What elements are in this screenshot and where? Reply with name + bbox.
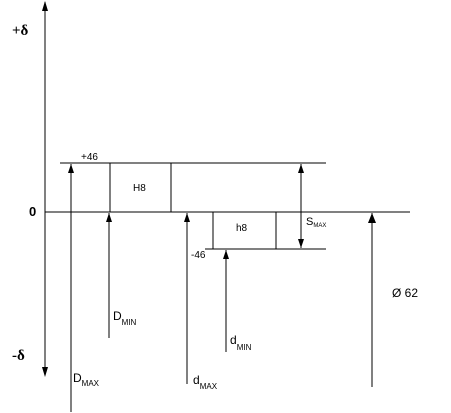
smax-label: SMAX — [306, 216, 326, 229]
dmax-hole-arrow-icon — [68, 164, 74, 173]
shaft-lower-deviation: -46 — [191, 250, 206, 261]
plus-delta-label: +δ — [12, 23, 29, 39]
smax-sub: MAX — [313, 223, 326, 229]
nominal-diameter-arrow-icon — [368, 213, 376, 223]
dmin-shaft-main: d — [230, 333, 237, 347]
hole-zone-h8 — [109, 162, 172, 213]
dmin-shaft-sub: MIN — [237, 343, 252, 352]
dmax-shaft-label: dMAX — [193, 373, 218, 391]
dmin-hole-main: D — [113, 309, 122, 323]
minus-delta-label: -δ — [12, 348, 25, 364]
hole-upper-deviation: +46 — [81, 152, 98, 163]
zero-label: 0 — [29, 204, 36, 219]
nominal-diameter-label: Ø 62 — [392, 286, 418, 300]
dmax-shaft-sub: MAX — [200, 382, 218, 391]
dmax-hole-sub: MAX — [82, 379, 100, 388]
dmax-shaft-main: d — [193, 373, 200, 387]
dmin-hole-label: DMIN — [113, 309, 137, 327]
dmin-shaft-arrow-icon — [223, 250, 229, 259]
dmax-hole-label: DMAX — [73, 371, 100, 388]
dmin-shaft-label: dMIN — [230, 333, 252, 352]
dmin-hole-sub: MIN — [122, 318, 137, 327]
dmax-hole-main: D — [73, 371, 82, 385]
smax-top-arrow-icon — [298, 164, 304, 173]
hole-zone-label: H8 — [133, 183, 146, 194]
dmax-shaft-arrow-icon — [184, 213, 190, 222]
dmin-hole-arrow-icon — [106, 213, 112, 222]
axis-top-arrow-icon — [42, 1, 48, 11]
smax-bottom-arrow-icon — [298, 239, 304, 248]
axis-bottom-arrow-icon — [42, 367, 48, 377]
smax-main: S — [306, 216, 313, 228]
shaft-zone-label: h8 — [236, 223, 248, 234]
shaft-zone-h8 — [212, 211, 277, 250]
